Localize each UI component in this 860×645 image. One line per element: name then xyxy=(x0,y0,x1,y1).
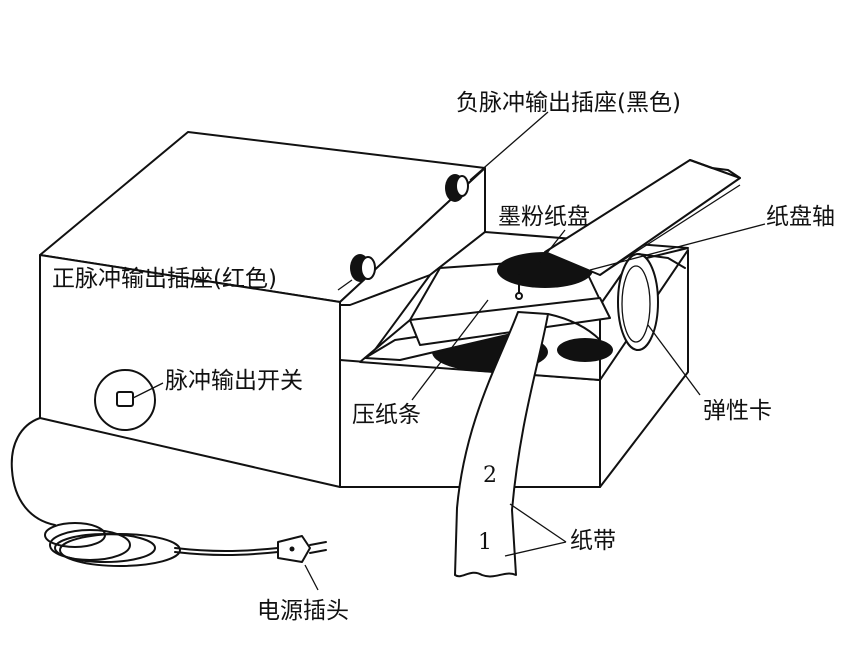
tape-mark-1: 1 xyxy=(478,530,492,555)
leader-press-strip xyxy=(411,299,489,401)
label-negative-socket: 负脉冲输出插座(黑色) xyxy=(456,90,681,116)
label-toner-disk: 墨粉纸盘 xyxy=(498,204,590,230)
label-press-strip: 压纸条 xyxy=(352,402,421,428)
power-cord xyxy=(10,417,279,567)
pulse-switch[interactable] xyxy=(94,369,156,431)
upper-paper-tape xyxy=(544,159,741,276)
leader-spring-clip xyxy=(647,324,701,396)
press-strip xyxy=(364,297,611,361)
leader-power-plug xyxy=(304,564,319,591)
leader-lines xyxy=(132,111,766,591)
label-power-plug: 电源插头 xyxy=(257,598,349,624)
label-paper-tape: 纸带 xyxy=(570,528,616,554)
leader-tape-2 xyxy=(509,503,567,543)
spring-clip-rim xyxy=(621,265,651,343)
label-pulse-switch: 脉冲输出开关 xyxy=(165,368,303,394)
leader-toner-disk xyxy=(539,229,566,263)
leader-positive-socket xyxy=(337,279,353,291)
lower-tape-strip xyxy=(454,311,549,578)
label-spring-clip: 弹性卡 xyxy=(703,398,772,424)
label-positive-socket: 正脉冲输出插座(红色) xyxy=(52,266,277,292)
leader-disk-axle xyxy=(589,223,766,271)
toner-disk-shadow-right xyxy=(557,338,613,362)
leader-tape-1 xyxy=(504,541,567,557)
upper-tape-tear xyxy=(689,159,741,179)
spring-clip-wheel xyxy=(617,253,659,351)
disk-pin-head xyxy=(515,292,523,300)
power-plug xyxy=(277,535,327,563)
positive-socket xyxy=(350,254,376,282)
tape-mark-2: 2 xyxy=(483,463,497,488)
upper-tape-edge xyxy=(599,184,741,276)
tape-curve xyxy=(547,313,601,341)
negative-socket xyxy=(445,174,469,202)
press-strip-plate xyxy=(409,297,611,346)
lower-paper-tape xyxy=(454,311,601,578)
leader-pulse-switch xyxy=(132,382,164,399)
label-disk-axle: 纸盘轴 xyxy=(766,204,835,230)
leader-negative-socket xyxy=(469,111,549,181)
